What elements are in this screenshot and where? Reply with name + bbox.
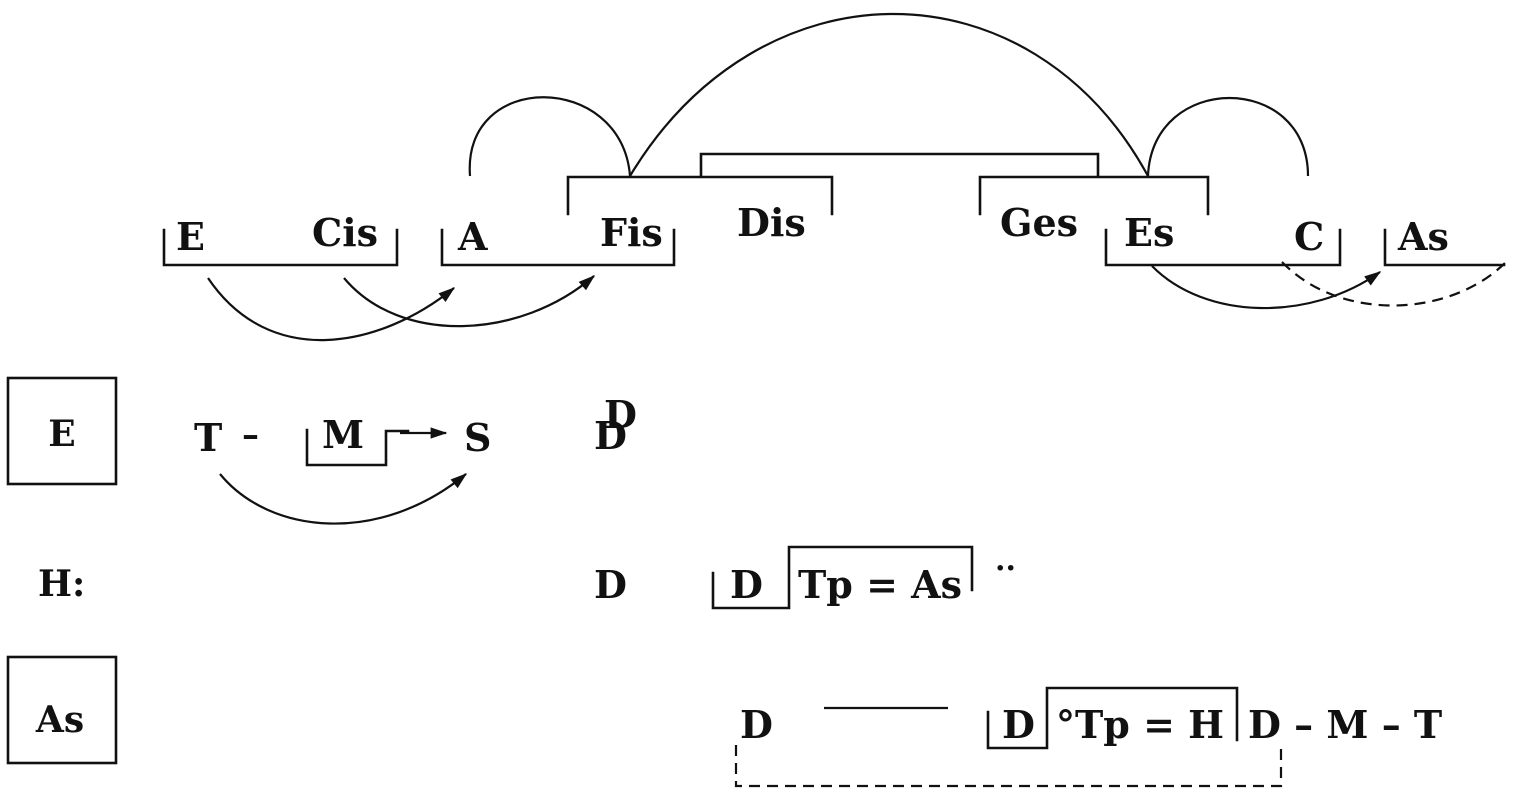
dash-t-m: – — [242, 415, 259, 455]
label-h-d: D — [594, 562, 627, 607]
bracket-dis-ges-bridge — [699, 152, 1100, 178]
label-fis: Fis — [600, 210, 663, 255]
dashed-bracket-as — [734, 745, 1283, 788]
arrow-e-to-a — [207, 277, 456, 342]
label-d-lower: D — [594, 413, 627, 458]
box-e — [6, 376, 118, 486]
arrow-es-to-as — [1151, 265, 1382, 310]
box-e-label: E — [48, 413, 75, 455]
label-as: As — [1397, 214, 1449, 259]
label-h-dots: ·· — [995, 551, 1016, 586]
label-as-tail: D – M – T — [1248, 702, 1442, 747]
arrow-t-to-s — [219, 473, 468, 525]
box-as — [6, 655, 118, 765]
bracket-e-cis — [162, 228, 399, 267]
bracket-ges-es — [978, 175, 1210, 216]
dashed-c-to-as — [1281, 261, 1507, 307]
bracket-as-d — [986, 686, 1239, 750]
label-tp-h: °Tp = H — [1056, 702, 1224, 747]
arc-a-fis — [468, 96, 632, 177]
label-as-d-in-bracket: D — [1002, 702, 1035, 747]
label-es: Es — [1124, 210, 1174, 255]
arrow-cis-to-fis — [343, 275, 596, 328]
bracket-as-open — [1383, 228, 1506, 267]
bracket-a-fis — [440, 228, 676, 267]
label-c: C — [1294, 214, 1324, 259]
label-a: A — [457, 214, 488, 259]
label-t: T — [194, 415, 222, 460]
bracket-es-c — [1104, 228, 1342, 267]
box-as-label: As — [35, 699, 84, 741]
label-h: H: — [38, 563, 85, 605]
label-e: E — [176, 214, 205, 259]
bracket-m-step — [305, 428, 410, 467]
arc-fis-es-large — [629, 12, 1149, 177]
label-s: S — [464, 415, 491, 460]
label-m: M — [322, 412, 364, 457]
label-as-d-left: D — [740, 702, 773, 747]
label-cis: Cis — [312, 210, 378, 255]
label-h-d-in-bracket: D — [730, 562, 763, 607]
bracket-h-d — [711, 545, 974, 610]
label-tp-as: Tp = As — [798, 562, 962, 607]
label-ges: Ges — [1000, 200, 1078, 245]
label-dis: Dis — [737, 200, 806, 245]
arc-es-c — [1146, 96, 1310, 177]
label-d-upper: D — [604, 392, 637, 437]
